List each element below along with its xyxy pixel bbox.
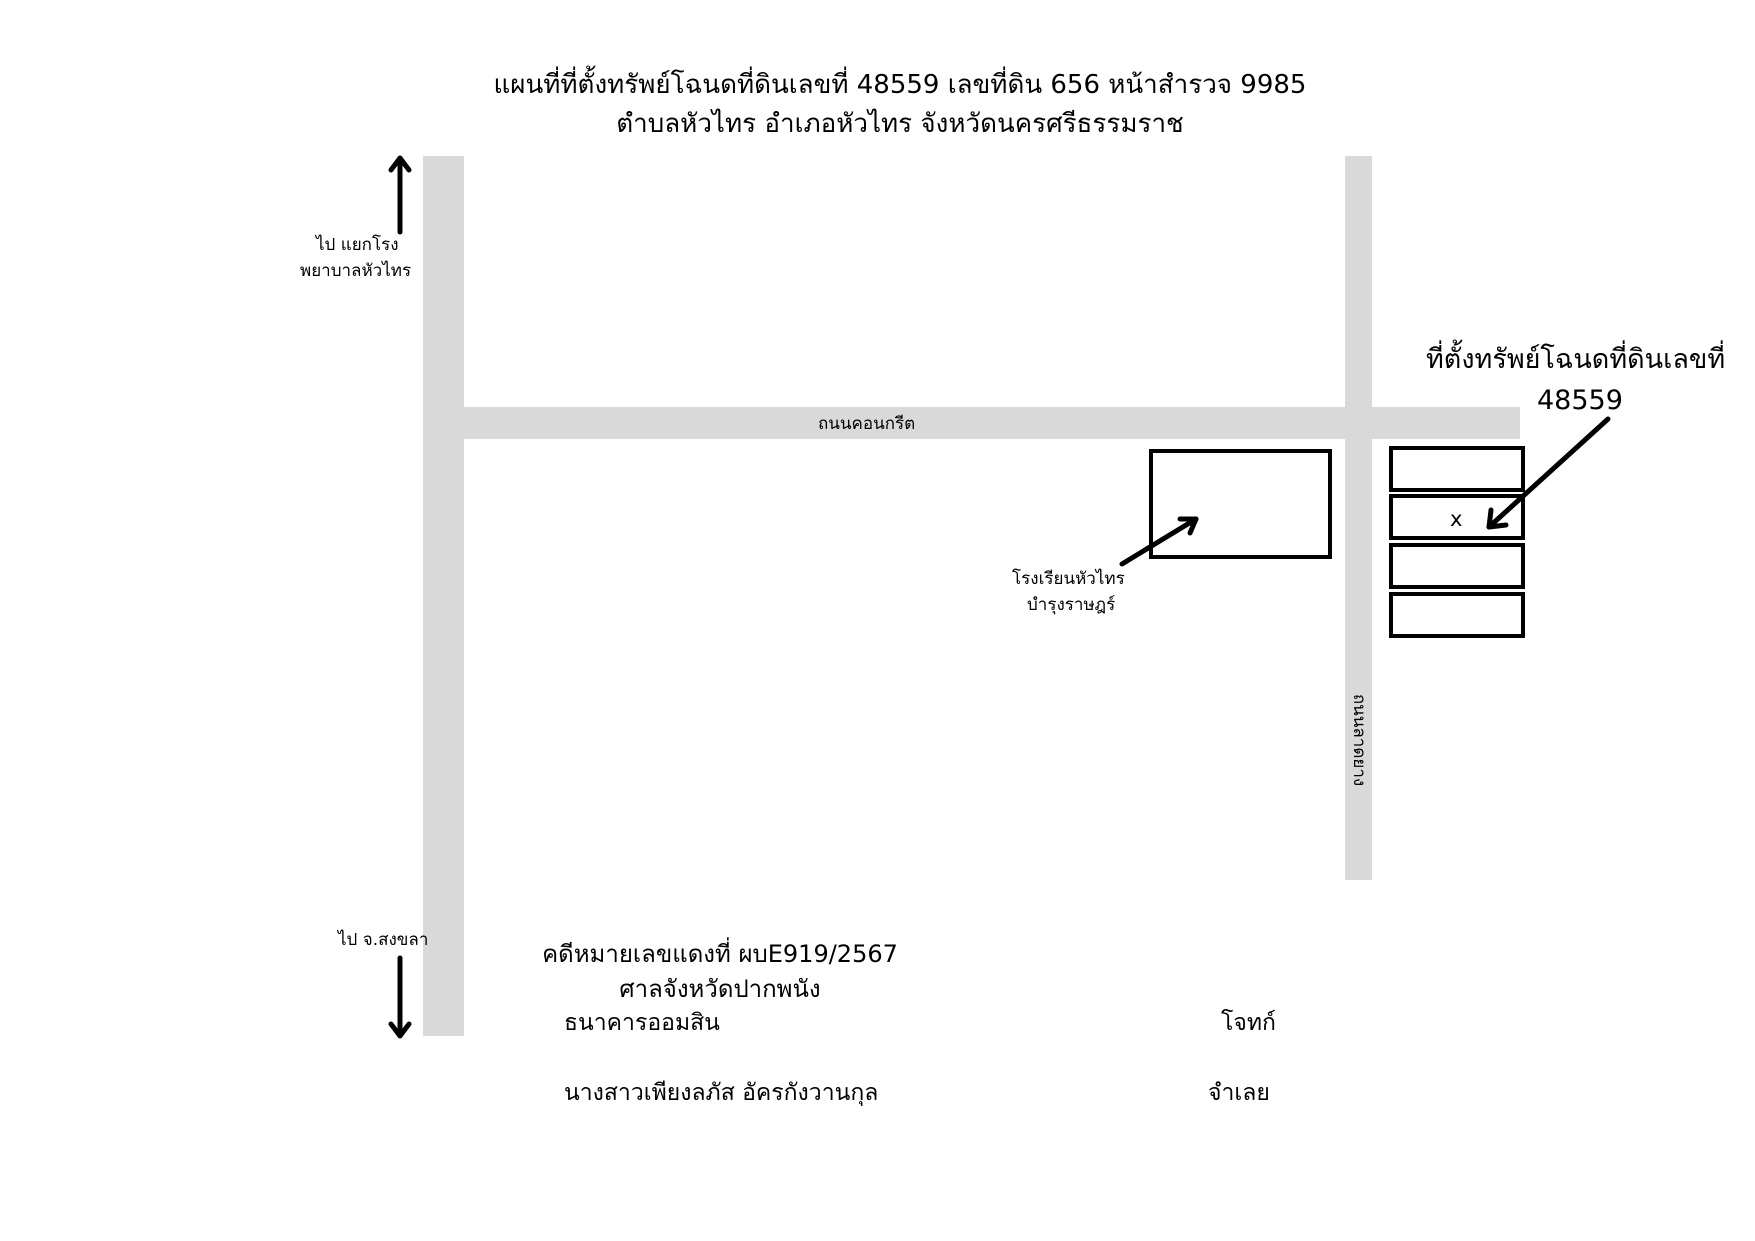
- school-pointer-arrow-icon: [1119, 516, 1199, 567]
- north-arrow-icon: [388, 155, 412, 235]
- map-title-line1: แผนที่ที่ตั้งทรัพย์โฉนดที่ดินเลขที่ 4855…: [493, 70, 1307, 100]
- defendant-role: จำเลย: [1208, 1080, 1270, 1106]
- asphalt-road: [1345, 156, 1372, 880]
- south-arrow-icon: [388, 955, 412, 1039]
- plot-3: [1389, 543, 1525, 589]
- court-name: ศาลจังหวัดปากพนัง: [619, 975, 821, 1003]
- plaintiff-role: โจทก์: [1221, 1010, 1276, 1036]
- map-title-line2: ตำบลหัวไทร อำเภอหัวไทร จังหวัดนครศรีธรรม…: [616, 109, 1184, 139]
- property-marker: x: [1450, 507, 1463, 531]
- property-pointer-arrow-icon: [1486, 416, 1611, 530]
- plot-1: [1389, 446, 1525, 492]
- plot-2-target: [1389, 494, 1525, 540]
- north-direction-label-line1: ไป แยกโรง: [316, 235, 399, 255]
- school-building: [1149, 449, 1332, 559]
- concrete-road-label: ถนนคอนกรีต: [818, 414, 916, 434]
- concrete-road: [464, 407, 1520, 439]
- plot-4: [1389, 592, 1525, 638]
- defendant-name: นางสาวเพียงลภัส อัครกังวานกุล: [564, 1080, 879, 1106]
- main-road-vertical: [423, 156, 464, 1036]
- property-label-line1: ที่ตั้งทรัพย์โฉนดที่ดินเลขที่: [1426, 344, 1726, 375]
- property-label-line2: 48559: [1537, 385, 1623, 416]
- case-number: คดีหมายเลขแดงที่ ผบE919/2567: [542, 940, 898, 968]
- south-direction-label: ไป จ.สงขลา: [338, 930, 429, 950]
- plaintiff-name: ธนาคารออมสิน: [564, 1010, 720, 1036]
- school-label-line1: โรงเรียนหัวไทร: [1012, 569, 1125, 589]
- north-direction-label-line2: พยาบาลหัวไทร: [300, 261, 412, 281]
- school-label-line2: บำรุงราษฎร์: [1027, 595, 1116, 615]
